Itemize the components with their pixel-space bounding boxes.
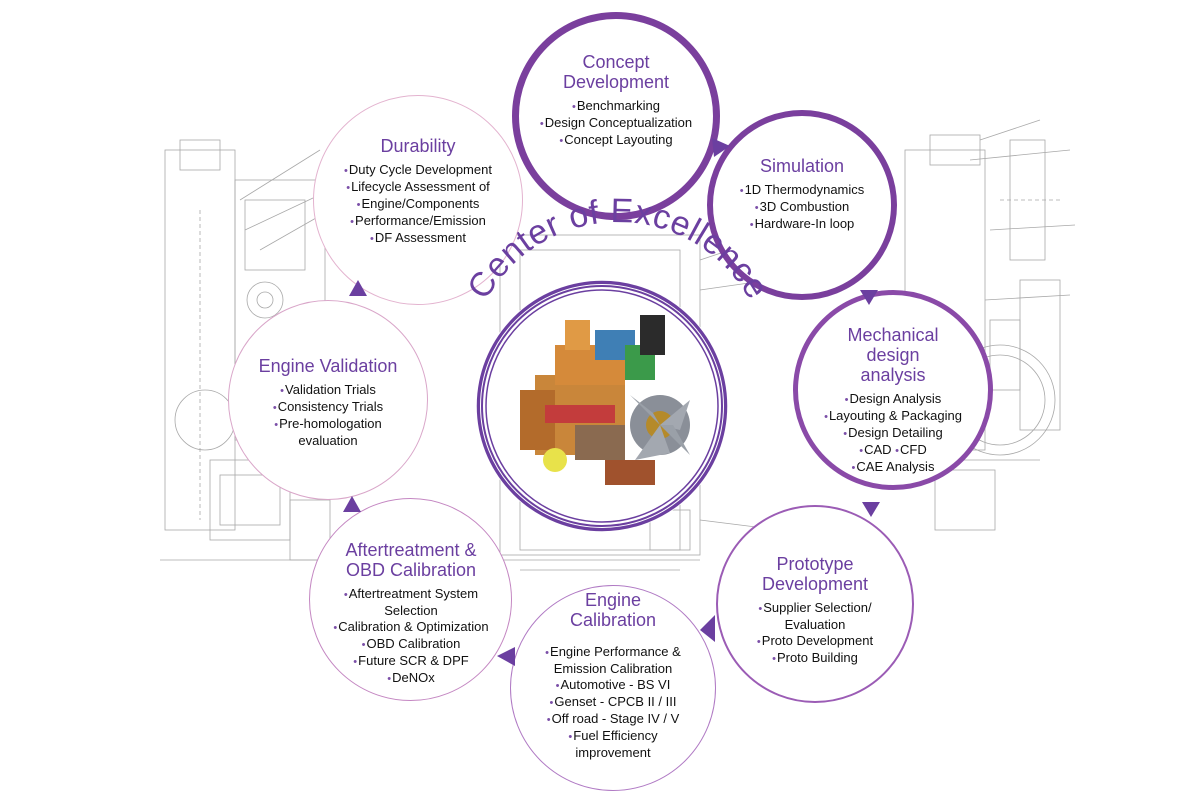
node-title: Concept Development — [562, 52, 670, 92]
node-list: •Supplier Selection/ Evaluation •Proto D… — [726, 600, 904, 667]
list-item: Selection — [384, 603, 438, 618]
node-title: Mechanical design analysis — [847, 325, 939, 385]
prototype-circle — [716, 505, 914, 703]
list-item: •Proto Development — [756, 633, 874, 648]
list-item: •Engine Performance & — [545, 644, 681, 659]
list-item: •Genset - CPCB II / III — [549, 694, 677, 709]
arrow-icon — [712, 138, 730, 157]
node-list: •Validation Trials •Consistency Trials •… — [236, 382, 420, 449]
node-calibration: Engine Calibration •Engine Performance &… — [520, 590, 706, 761]
node-concept: Concept Development •Benchmarking •Desig… — [520, 52, 712, 149]
list-item: •Supplier Selection/ — [758, 600, 872, 615]
calibration-circle — [510, 585, 716, 791]
list-item: •CAE Analysis — [851, 459, 935, 474]
list-item: •Automotive - BS VI — [555, 677, 671, 692]
node-list: •Duty Cycle Development •Lifecycle Asses… — [323, 162, 513, 247]
node-title: Aftertreatment & OBD Calibration — [345, 540, 477, 580]
arrow-icon — [497, 647, 515, 666]
mechanical-circle — [793, 290, 993, 490]
list-item: •Hardware-In loop — [749, 216, 855, 231]
list-item: •Design Detailing — [843, 425, 943, 440]
node-list: •Engine Performance & Emission Calibrati… — [520, 644, 706, 761]
validation-circle — [228, 300, 428, 500]
list-item: •Performance/Emission — [350, 213, 486, 228]
node-aftertreatment: Aftertreatment & OBD Calibration •Aftert… — [314, 540, 508, 687]
list-item: •Engine/Components — [356, 196, 480, 211]
aftertreatment-circle — [309, 498, 512, 701]
list-item: •Concept Layouting — [559, 132, 673, 147]
node-prototype: Prototype Development •Supplier Selectio… — [726, 554, 904, 667]
node-list: •1D Thermodynamics •3D Combustion •Hardw… — [717, 182, 887, 233]
list-item: •3D Combustion — [754, 199, 850, 214]
node-list: •Design Analysis •Layouting & Packaging … — [803, 391, 983, 476]
list-item: •OBD Calibration — [361, 636, 461, 651]
list-item: •DF Assessment — [370, 230, 466, 245]
node-list: •Benchmarking •Design Conceptualization … — [520, 98, 712, 149]
list-item: •Layouting & Packaging — [824, 408, 962, 423]
list-item: •DeNOx — [387, 670, 435, 685]
list-item: •Benchmarking — [572, 98, 660, 113]
list-item: •Calibration & Optimization — [333, 619, 489, 634]
arrow-icon — [862, 502, 880, 517]
node-durability: Durability •Duty Cycle Development •Life… — [323, 136, 513, 247]
node-title: Simulation — [759, 156, 845, 176]
list-item: Emission Calibration — [553, 661, 673, 676]
list-item: •Consistency Trials — [272, 399, 384, 414]
list-item: •1D Thermodynamics — [739, 182, 865, 197]
list-item: evaluation — [298, 433, 358, 448]
list-item: •Proto Building — [772, 650, 858, 665]
list-item: •Design Conceptualization — [539, 115, 693, 130]
node-list: •Aftertreatment System Selection •Calibr… — [314, 586, 508, 687]
list-item: Evaluation — [784, 617, 846, 632]
list-item: improvement — [575, 745, 651, 760]
concept-circle — [512, 12, 720, 220]
list-item: •Off road - Stage IV / V — [546, 711, 680, 726]
list-item: •Aftertreatment System — [343, 586, 479, 601]
list-item: •Pre-homologation — [274, 416, 382, 431]
node-simulation: Simulation •1D Thermodynamics •3D Combus… — [717, 156, 887, 233]
list-item: •Design Analysis — [844, 391, 942, 406]
node-title: Durability — [380, 136, 456, 156]
list-item: •Duty Cycle Development — [344, 162, 492, 177]
list-item: •CAD •CFD — [859, 442, 927, 457]
node-validation: Engine Validation •Validation Trials •Co… — [236, 356, 420, 449]
list-item: •Validation Trials — [280, 382, 376, 397]
node-title: Engine Calibration — [569, 590, 657, 630]
arrow-icon — [349, 280, 367, 296]
simulation-circle — [707, 110, 897, 300]
node-title: Engine Validation — [258, 356, 398, 376]
arrow-icon — [860, 290, 878, 305]
list-item: •Future SCR & DPF — [353, 653, 469, 668]
arrow-icon — [343, 496, 361, 512]
list-item: •Fuel Efficiency — [568, 728, 658, 743]
durability-circle — [313, 95, 523, 305]
node-mechanical: Mechanical design analysis •Design Analy… — [803, 325, 983, 476]
engine-illustration-icon — [520, 315, 690, 485]
arrow-icon — [700, 615, 715, 642]
list-item: •Lifecycle Assessment of — [346, 179, 490, 194]
node-title: Prototype Development — [761, 554, 869, 594]
